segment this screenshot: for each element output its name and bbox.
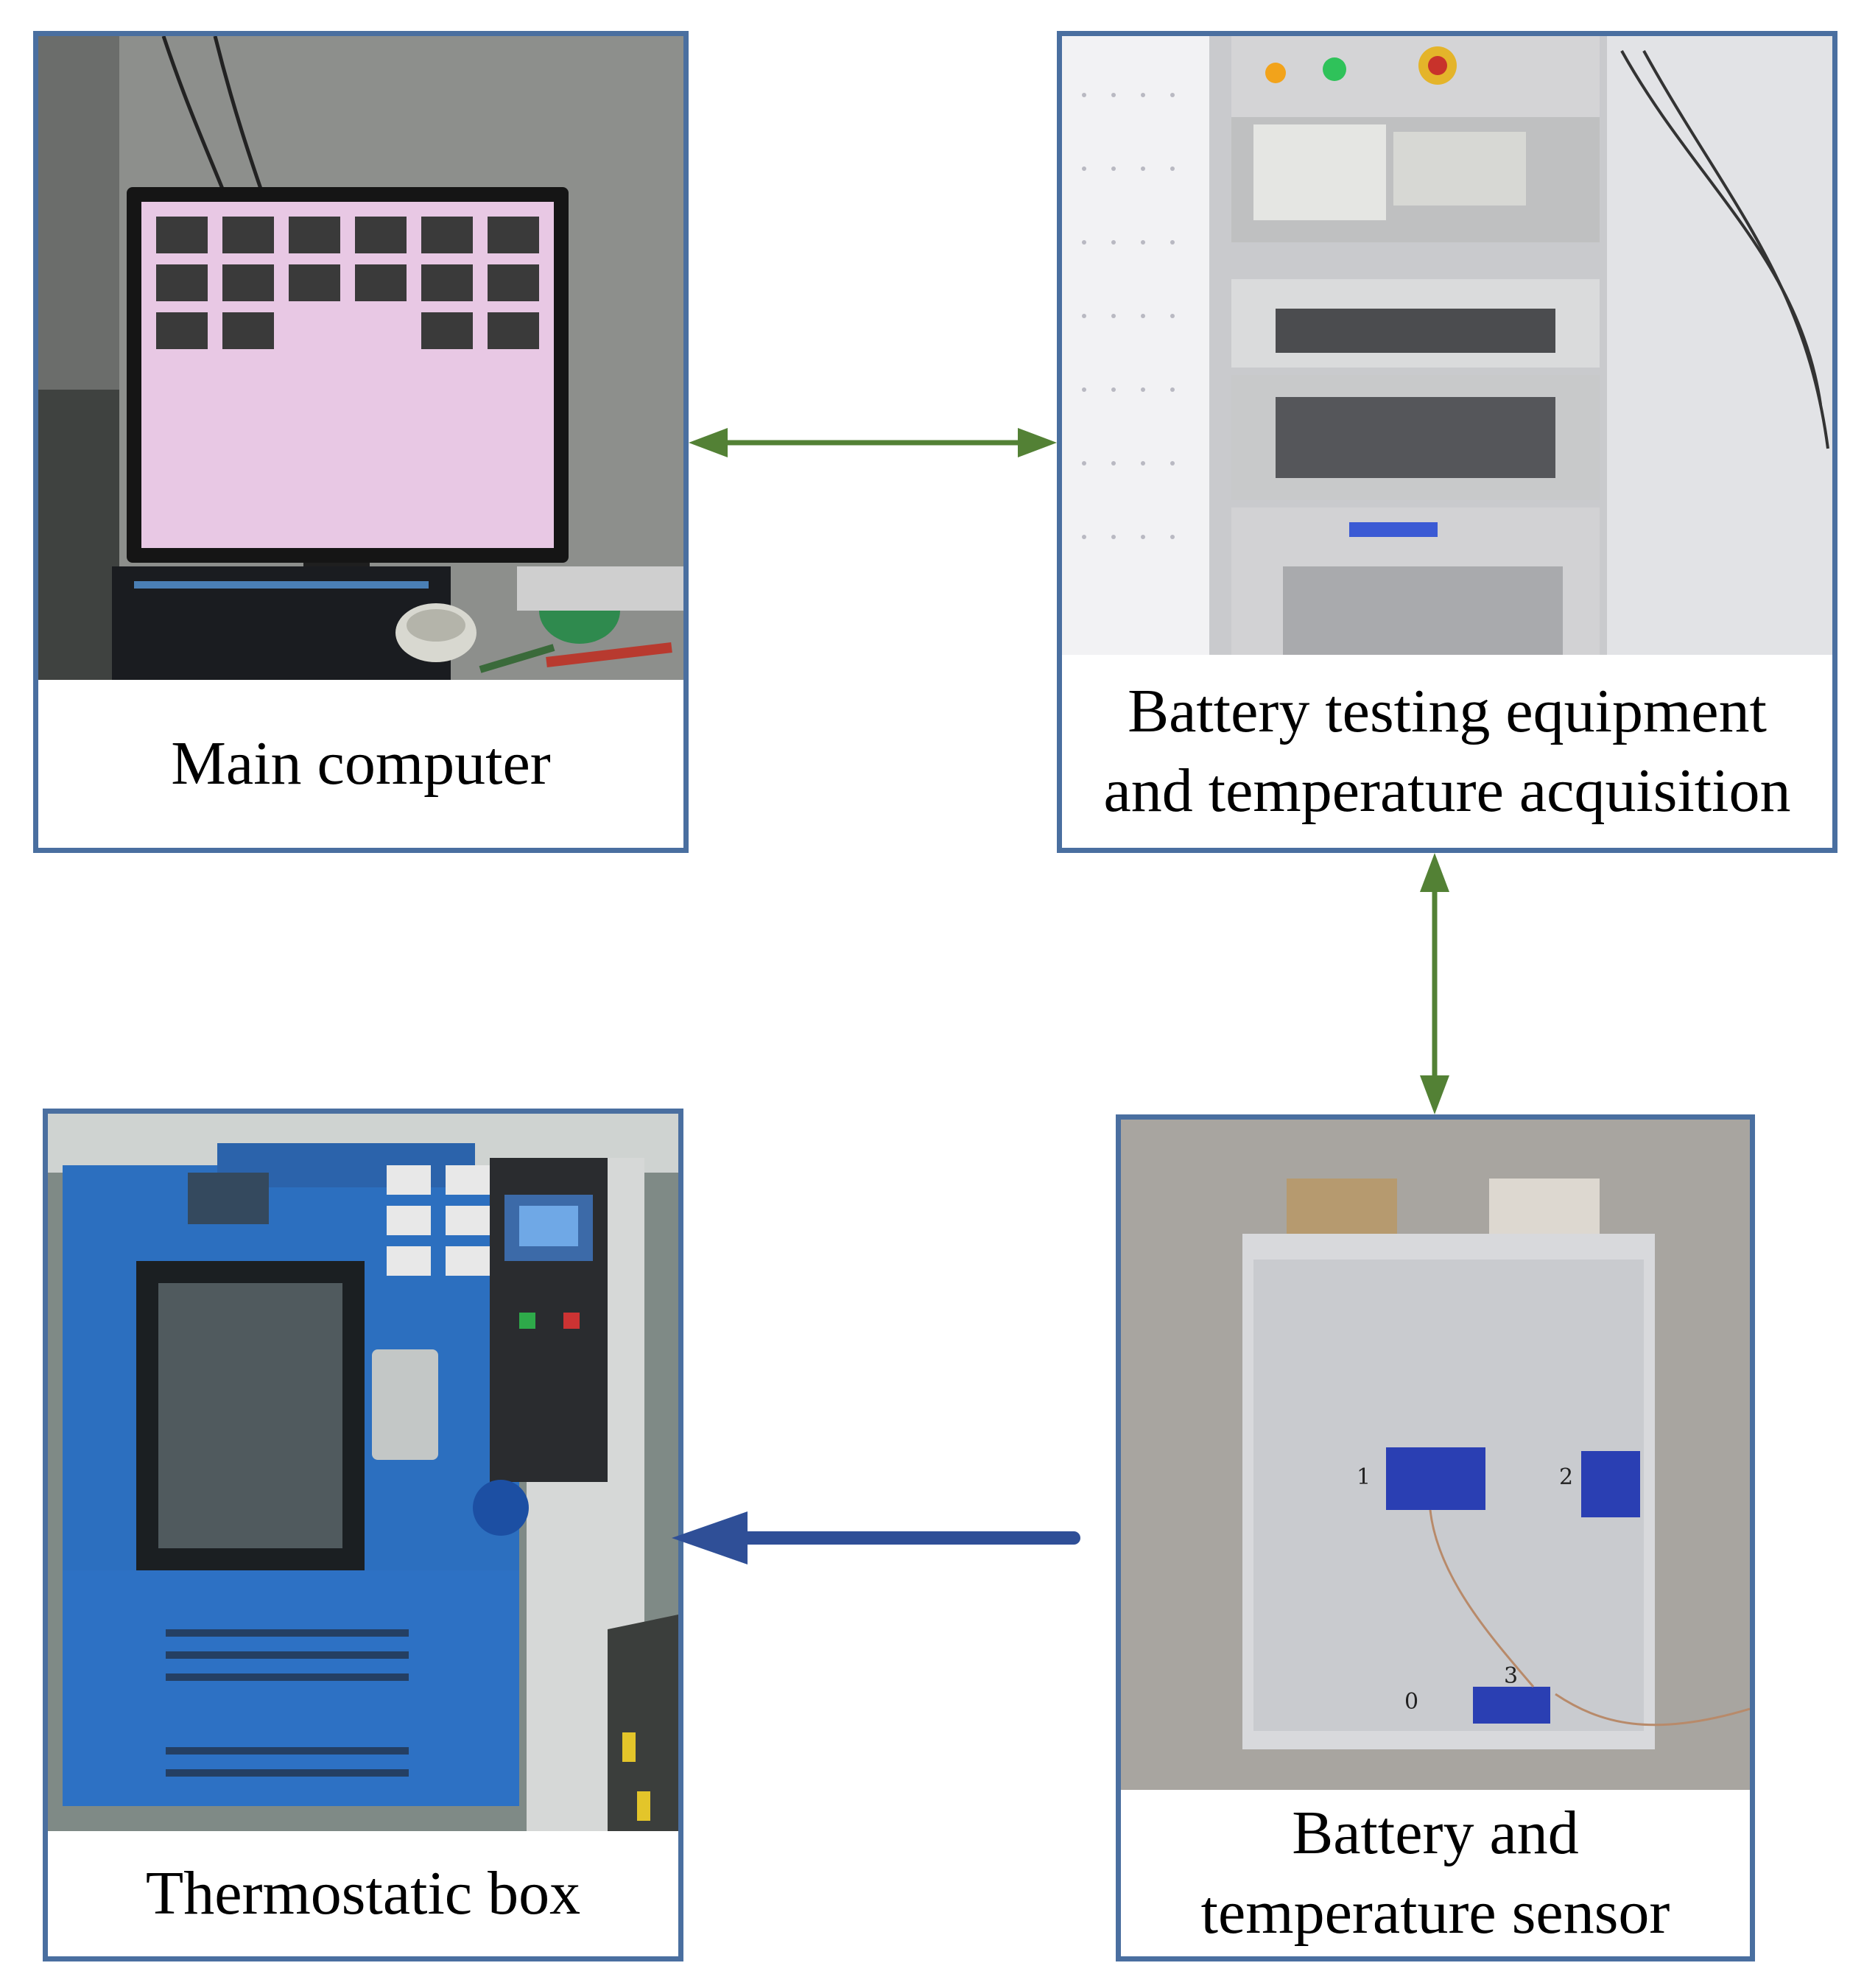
caption-line: Battery testing equipment	[1128, 677, 1767, 745]
arrow-computer-tester	[689, 428, 1057, 457]
panel-thermostatic-box: Thermostatic box	[43, 1109, 683, 1961]
caption-line: and temperature acquisition	[1103, 756, 1791, 825]
sensor-mark: 0	[1404, 1689, 1418, 1715]
battery-testing-caption: Battery testing equipment and temperatur…	[1062, 655, 1832, 848]
caption-line: Battery and	[1292, 1799, 1579, 1867]
caption-line: Main computer	[171, 729, 551, 798]
thermostatic-box-photo	[48, 1114, 678, 1831]
sensor-mark: 2	[1559, 1464, 1573, 1490]
sensor-mark: 1	[1357, 1464, 1371, 1490]
battery-sensor-photo: 1 2 0 3	[1121, 1120, 1750, 1790]
thermostatic-box-caption: Thermostatic box	[48, 1831, 678, 1956]
battery-testing-photo	[1062, 36, 1832, 655]
panel-main-computer: Main computer	[33, 31, 689, 853]
caption-line: temperature sensor	[1200, 1878, 1670, 1947]
main-computer-photo	[38, 36, 683, 680]
arrow-tester-battery	[1420, 853, 1449, 1114]
battery-sensor-caption: Battery and temperature sensor	[1121, 1790, 1750, 1956]
sensor-mark: 3	[1504, 1663, 1518, 1689]
panel-battery-testing: Battery testing equipment and temperatur…	[1057, 31, 1837, 853]
arrow-battery-box	[672, 1511, 1080, 1564]
panel-battery-sensor: 1 2 0 3 Battery and temperature sensor	[1116, 1114, 1755, 1961]
main-computer-caption: Main computer	[38, 680, 683, 848]
caption-line: Thermostatic box	[145, 1859, 581, 1928]
